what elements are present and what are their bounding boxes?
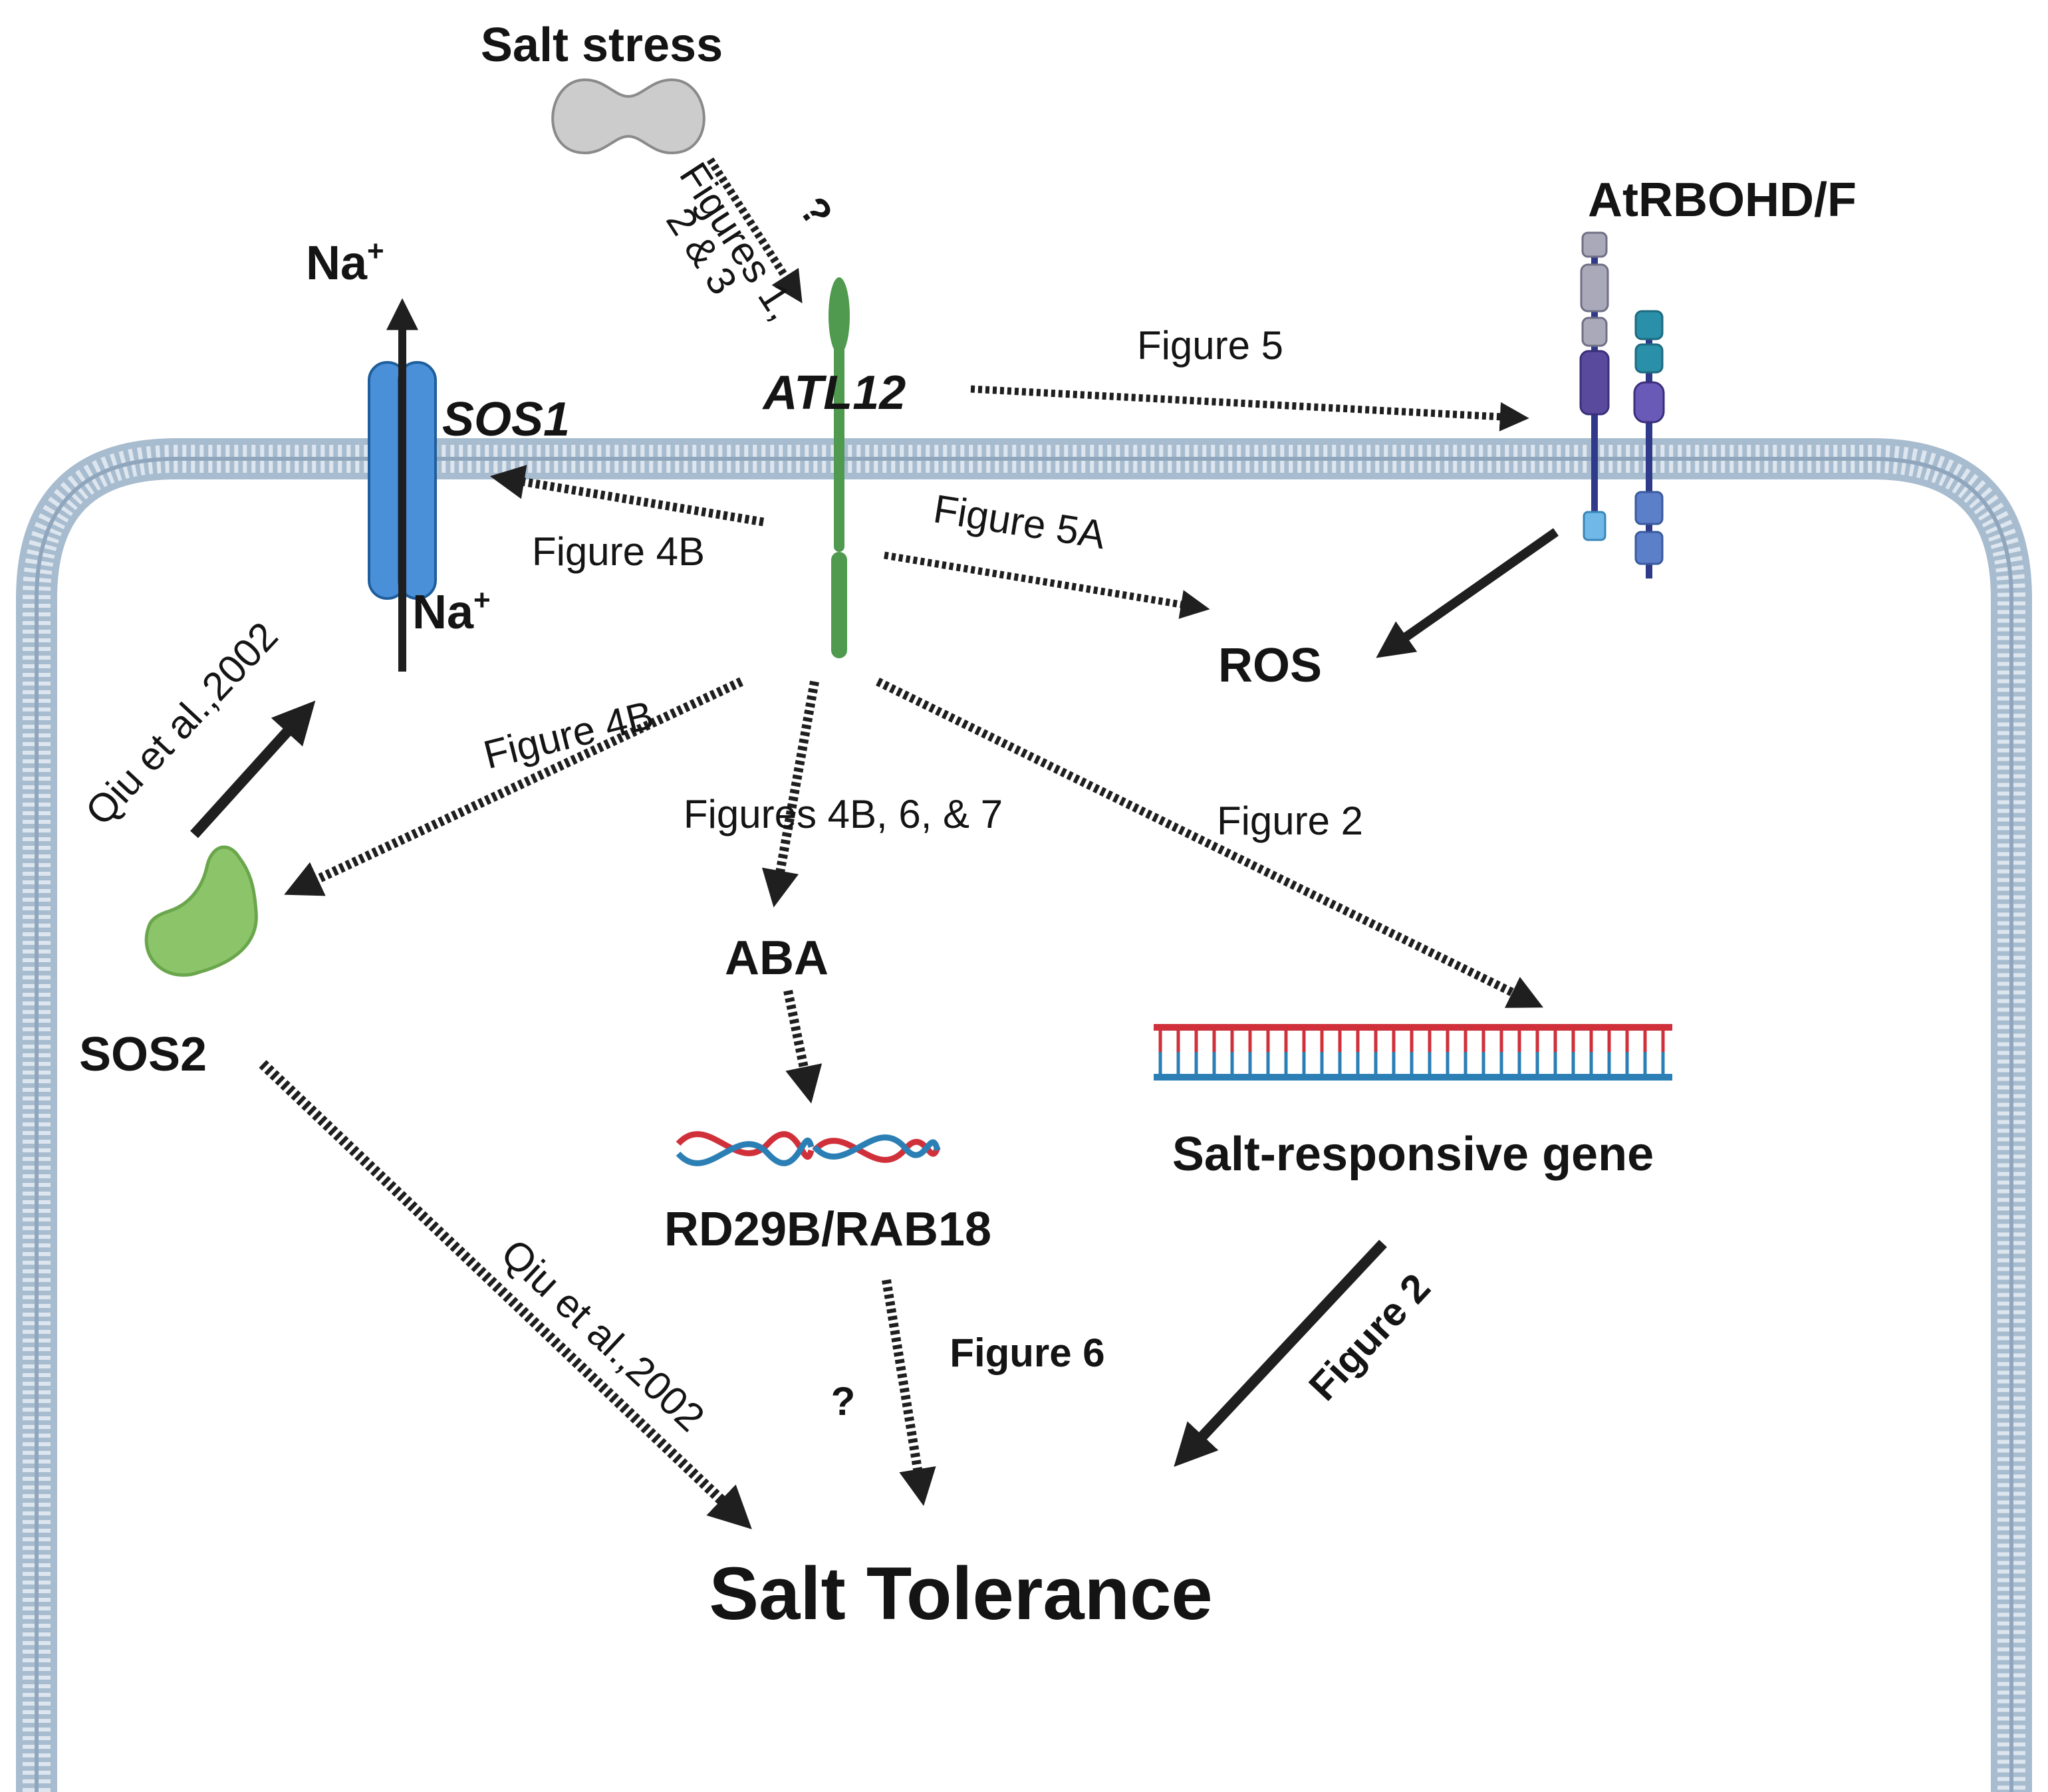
stress-question-mark: ?: [791, 189, 841, 234]
arrow-atl12-ros: [884, 551, 1210, 619]
figure-2-gene-label: Figure 2: [1217, 799, 1363, 843]
na-out-label: Na+: [306, 235, 384, 290]
figure-2-tolerance-label: Figure 2: [1301, 1265, 1439, 1408]
rd-question-mark: ?: [831, 1379, 856, 1424]
salt-tolerance-label: Salt Tolerance: [709, 1552, 1212, 1635]
aba-label: ABA: [725, 932, 829, 985]
figure-4b-sos1-label: Figure 4B: [532, 529, 705, 574]
atrbohd-label: AtRBOHD/F: [1588, 174, 1856, 227]
figures-aba-label: Figures 4B, 6, & 7: [684, 792, 1003, 836]
rd29b-label: RD29B/RAB18: [664, 1203, 991, 1256]
arrow-atl12-sos2: [284, 677, 743, 896]
arrow-atl12-gene: [876, 678, 1544, 1008]
atrbohd-protein: [1579, 231, 1665, 578]
salt-stress-icon: [551, 78, 705, 155]
ros-label: ROS: [1218, 639, 1322, 692]
salt-stress-label: Salt stress: [481, 19, 723, 72]
arrow-sos2-sos1: [190, 700, 316, 838]
na-in-label: Na+: [412, 584, 491, 639]
arrow-rd29b-tolerance: [882, 1279, 936, 1506]
cell-membrane: [16, 438, 2032, 1792]
figure-5-label: Figure 5: [1137, 323, 1283, 368]
qiu-tolerance-label: Qiu et al.,2002: [493, 1231, 713, 1440]
salt-gene-dna-icon: [1154, 1024, 1672, 1081]
sos1-label: SOS1: [442, 393, 570, 446]
arrow-atl12-aba: [761, 680, 819, 908]
arrow-atl12-rboh: [970, 385, 1529, 432]
arrow-sos2-tolerance: [259, 1060, 752, 1529]
figure-6-label: Figure 6: [950, 1331, 1104, 1375]
sos1-transporter: [368, 298, 437, 672]
arrow-rboh-ros: [1376, 528, 1559, 658]
sos2-protein: [144, 845, 258, 977]
arrow-aba-rd29b: [783, 989, 823, 1104]
salt-gene-label: Salt-responsive gene: [1172, 1128, 1654, 1181]
atl12-protein: [829, 277, 850, 658]
qiu-sos1-label: Qiu et al.,2002: [77, 614, 287, 834]
sos2-label: SOS2: [79, 1028, 207, 1081]
arrow-atl12-sos1: [489, 465, 765, 527]
rd29b-dna-icon: [676, 1131, 941, 1166]
atl12-label: ATL12: [762, 366, 906, 420]
figure-5a-label: Figure 5A: [930, 486, 1108, 557]
arrow-gene-tolerance: [1174, 1239, 1387, 1468]
